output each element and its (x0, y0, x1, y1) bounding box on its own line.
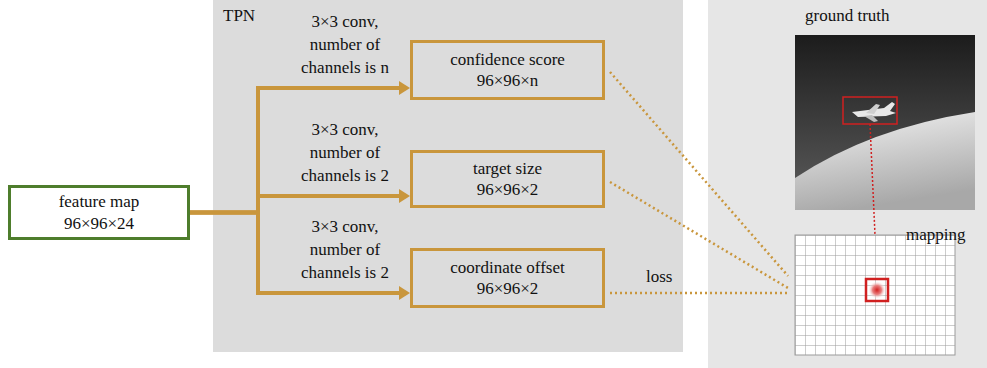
box-text: 96×96×24 (64, 213, 134, 234)
ground-truth-image (795, 35, 975, 210)
box-text: 96×96×n (477, 70, 539, 91)
connector-line (190, 213, 400, 294)
branch-arrow (190, 189, 410, 213)
panel-title: TPN (223, 6, 255, 26)
output-box: confidence score96×96×n (410, 40, 605, 100)
arrow-head (399, 189, 410, 203)
input-box: feature map96×96×24 (8, 185, 190, 240)
feature-grid (795, 235, 955, 355)
edge-label: 3×3 conv, number of channels is 2 (290, 216, 400, 285)
output-box: target size96×96×2 (410, 150, 605, 208)
panel-title: ground truth (805, 6, 890, 26)
connector-line (190, 196, 400, 213)
arrow-head (399, 81, 410, 95)
edge-label: 3×3 conv, number of channels is 2 (290, 119, 400, 188)
box-text: 96×96×2 (477, 179, 539, 200)
arrow-head (399, 286, 410, 300)
truth-panel: ground truth (708, 0, 987, 368)
connector-line (190, 88, 400, 213)
box-text: 96×96×2 (477, 278, 539, 299)
annotation-label: loss (646, 266, 672, 289)
truth-panel-fill (708, 0, 987, 368)
output-box: coordinate offset96×96×2 (410, 248, 605, 308)
annotation-label: mapping (906, 224, 966, 247)
box-text: coordinate offset (450, 257, 564, 278)
edge-label: 3×3 conv, number of channels is n (290, 11, 400, 80)
loss-lines (610, 72, 788, 293)
box-text: confidence score (450, 49, 565, 70)
branch-arrow (190, 81, 410, 213)
branch-arrow (190, 213, 410, 301)
box-text: feature map (59, 191, 140, 212)
box-text: target size (473, 158, 542, 179)
tpn-panel-fill (213, 0, 683, 352)
module-panel: TPNconfidence score96×96×ntarget size96×… (213, 0, 683, 352)
